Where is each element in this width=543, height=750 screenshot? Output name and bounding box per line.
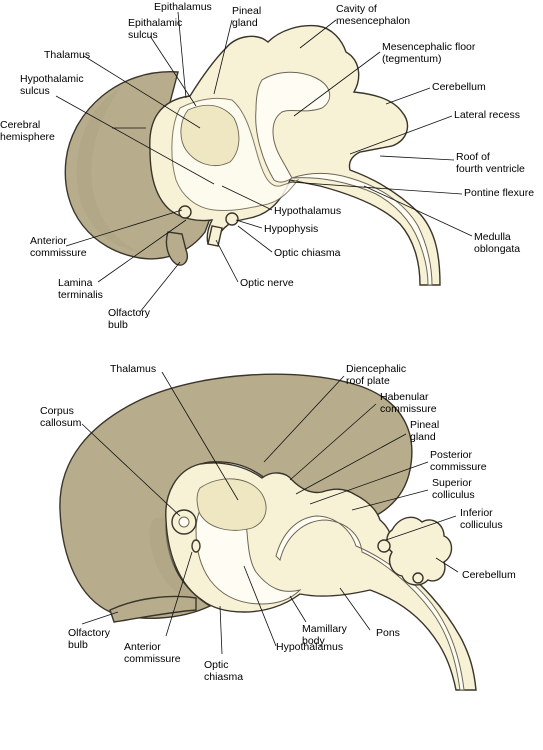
top-mesencephalic-cavity xyxy=(255,71,331,183)
label-habenular-commissure: Habenular commissure xyxy=(380,391,437,415)
label-lateral-recess: Lateral recess xyxy=(454,109,520,121)
label-pineal-gland-bottom: Pineal gland xyxy=(410,419,442,443)
label-corpus-callosum: Corpus callosum xyxy=(40,405,82,429)
label-olfactory-bulb-bottom: Olfactory bulb xyxy=(68,627,113,651)
label-optic-chiasma-bottom: Optic chiasma xyxy=(204,659,243,683)
bottom-inferior-colliculus-shape xyxy=(377,539,391,553)
label-mesencephalic-floor: Mesencephalic floor (tegmentum) xyxy=(382,41,478,65)
top-olfactory-bulb-shape xyxy=(165,231,188,266)
bottom-cerebral-hemisphere xyxy=(59,373,413,619)
top-optic-nerve-shape xyxy=(207,225,223,247)
label-hypothalamic-sulcus: Hypothalamic sulcus xyxy=(20,73,87,97)
bottom-corpus-callosum-core xyxy=(178,516,190,528)
label-roof-of-fourth-ventricle: Roof of fourth ventricle xyxy=(456,151,525,175)
label-posterior-commissure: Posterior commissure xyxy=(430,449,487,473)
bottom-anterior-commissure-shape xyxy=(191,539,201,553)
label-superior-colliculus: Superior colliculus xyxy=(432,477,475,501)
bottom-aqueduct xyxy=(275,515,465,691)
label-anterior-commissure-top: Anterior commissure xyxy=(30,235,87,259)
label-pontine-flexure: Pontine flexure xyxy=(464,187,534,199)
bottom-labels: Thalamus Diencephalic roof plate Habenul… xyxy=(40,363,516,683)
top-hypophysis-shape xyxy=(225,212,239,226)
bottom-olfactory-bulb-shape xyxy=(109,595,197,623)
top-hemisphere-shade xyxy=(76,88,140,252)
label-pineal-gland: Pineal gland xyxy=(232,5,264,29)
label-hypophysis: Hypophysis xyxy=(264,223,318,235)
label-cerebellum-top: Cerebellum xyxy=(432,81,486,93)
top-leader-lines xyxy=(55,11,473,313)
label-diencephalic-roof-plate: Diencephalic roof plate xyxy=(346,363,409,387)
top-fourth-ventricle xyxy=(291,173,433,286)
top-anterior-commissure-shape xyxy=(178,205,192,219)
label-pons: Pons xyxy=(376,627,400,639)
label-medulla-oblongata: Medulla oblongata xyxy=(474,231,520,255)
bottom-cerebellum-lobe xyxy=(412,572,424,584)
label-epithalamic-sulcus: Epithalamic sulcus xyxy=(128,17,185,41)
label-thalamus-bottom: Thalamus xyxy=(110,363,156,375)
label-epithalamus: Epithalamus xyxy=(154,1,212,13)
label-cavity-of-mesencephalon: Cavity of mesencephalon xyxy=(336,3,410,27)
label-lamina-terminalis: Lamina terminalis xyxy=(58,277,103,301)
bottom-figure xyxy=(59,373,477,691)
label-hypothalamus-bottom: Hypothalamus xyxy=(276,641,343,653)
label-thalamus-top: Thalamus xyxy=(44,49,90,61)
bottom-leader-lines xyxy=(81,371,459,655)
label-hypothalamus-top: Hypothalamus xyxy=(274,205,341,217)
bottom-hemisphere-shade xyxy=(149,517,200,600)
label-mamillary-body: Mamillary body xyxy=(302,623,350,647)
bottom-thalamus-mass xyxy=(196,478,267,531)
top-thalamus-mass xyxy=(180,104,240,166)
label-cerebellum-bottom: Cerebellum xyxy=(462,569,516,581)
label-optic-nerve: Optic nerve xyxy=(240,277,294,289)
top-figure xyxy=(64,24,441,286)
label-inferior-colliculus: Inferior colliculus xyxy=(460,507,503,531)
label-olfactory-bulb-top: Olfactory bulb xyxy=(108,307,153,331)
label-cerebral-hemisphere: Cerebral hemisphere xyxy=(0,119,55,143)
label-anterior-commissure-bottom: Anterior commissure xyxy=(124,641,181,665)
label-optic-chiasma-top: Optic chiasma xyxy=(274,247,341,259)
top-labels: Epithalamus Epithalamic sulcus Pineal gl… xyxy=(0,1,534,331)
